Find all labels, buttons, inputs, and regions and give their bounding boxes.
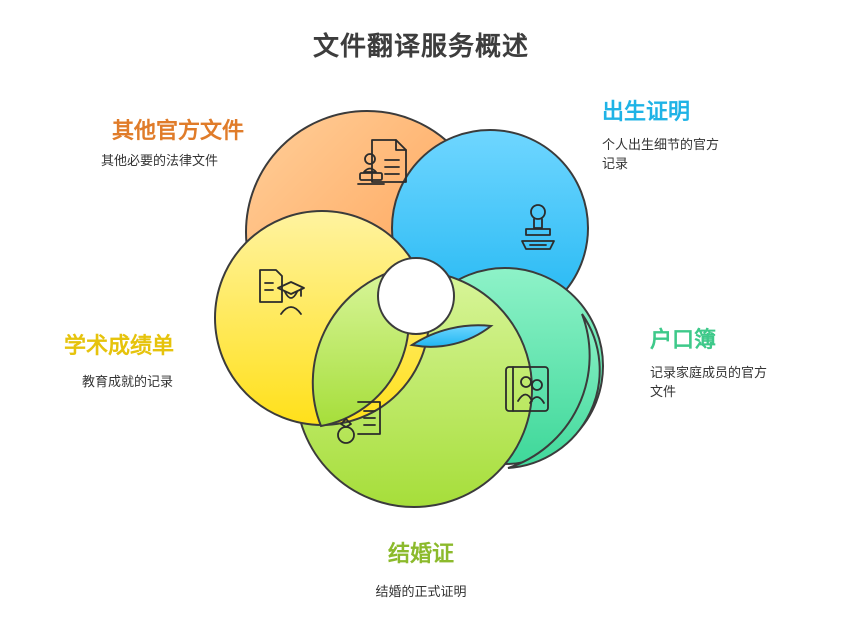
- segment-hukou-overlap: [507, 313, 601, 469]
- desc-marriage: 结婚的正式证明: [375, 585, 467, 600]
- desc-other: 其他必要的法律文件: [101, 154, 219, 169]
- label-other: 其他官方文件: [112, 119, 245, 144]
- desc-hukou-line1: 记录家庭成员的官方: [650, 366, 768, 381]
- ring-document-icon: [337, 401, 381, 444]
- desc-birth-line2: 记录: [602, 157, 629, 172]
- desc-hukou-line2: 文件: [650, 385, 677, 400]
- page-title: 文件翻译服务概述: [312, 32, 529, 62]
- stamped-document-icon: [357, 139, 407, 185]
- label-hukou: 户口簿: [650, 328, 717, 353]
- desc-hukou: 记录家庭成员的官方 文件: [650, 364, 767, 402]
- center-hole: [377, 257, 455, 335]
- stamp-icon: [521, 204, 555, 250]
- label-birth: 出生证明: [602, 100, 691, 125]
- desc-birth-line1: 个人出生细节的官方: [602, 138, 720, 153]
- graduate-document-icon: [259, 269, 305, 315]
- family-register-icon: [505, 366, 549, 412]
- label-academic: 学术成绩单: [64, 334, 175, 359]
- desc-academic: 教育成就的记录: [82, 375, 174, 390]
- label-marriage: 结婚证: [387, 542, 454, 567]
- segment-birth-overlap: [409, 324, 494, 348]
- desc-birth: 个人出生细节的官方 记录: [602, 136, 719, 174]
